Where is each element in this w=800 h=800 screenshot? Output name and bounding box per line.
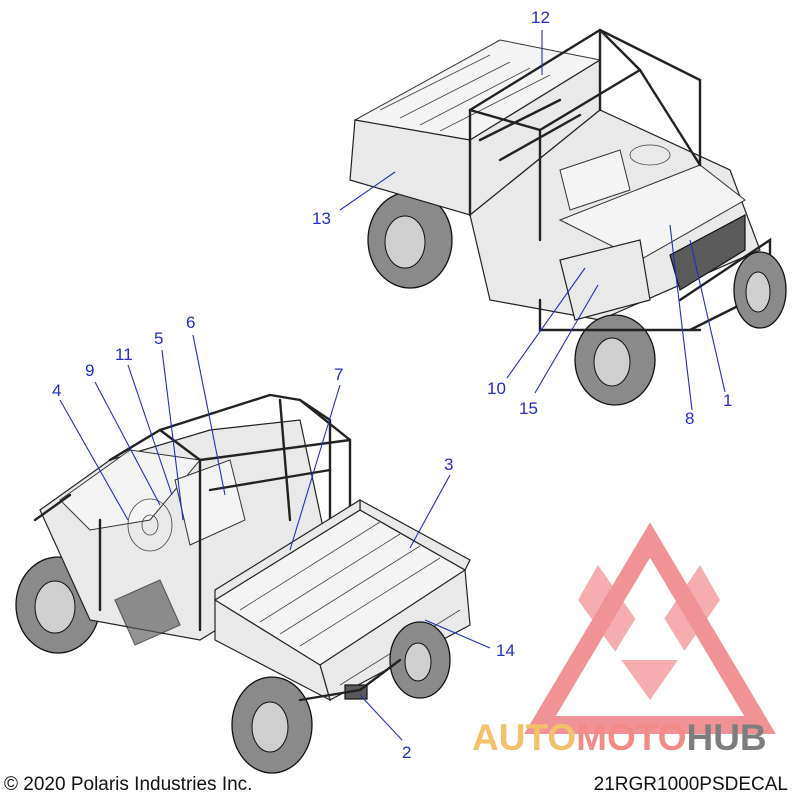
leader-lines <box>59 30 726 741</box>
callout-10: 10 <box>487 379 506 398</box>
lower-rear-right-wheel <box>389 621 451 699</box>
callout-12: 12 <box>531 8 550 27</box>
watermark-text: AUTOMOTOHUB <box>472 717 767 758</box>
upper-roll-cage <box>468 28 702 242</box>
callout-1: 1 <box>723 391 732 410</box>
callout-4: 4 <box>52 381 61 400</box>
lower-steering-wheel <box>127 498 173 552</box>
callout-3: 3 <box>444 455 453 474</box>
copyright-text: © 2020 Polaris Industries Inc. <box>4 774 253 795</box>
callout-7: 7 <box>334 365 343 384</box>
watermark-hub: HUB <box>686 717 766 758</box>
callout-13: 13 <box>312 209 331 228</box>
callout-numbers: 1 2 3 4 5 6 7 8 9 10 11 12 13 14 15 <box>52 8 732 762</box>
callout-8: 8 <box>685 409 694 428</box>
lower-cargo-box <box>214 498 471 702</box>
callout-14: 14 <box>496 641 515 660</box>
callout-5: 5 <box>154 329 163 348</box>
watermark-moto: MOTO <box>576 717 686 758</box>
watermark-logo <box>524 522 776 734</box>
watermark-auto: AUTO <box>472 717 576 758</box>
callout-2: 2 <box>402 743 411 762</box>
upper-front-left-wheel <box>574 314 656 406</box>
vehicle-front-view <box>349 28 787 406</box>
drawing-id: 21RGR1000PSDECAL <box>593 774 788 795</box>
lower-rear-left-wheel <box>231 676 313 774</box>
callout-11: 11 <box>115 345 133 364</box>
callout-9: 9 <box>85 361 94 380</box>
upper-front-right-wheel <box>733 251 787 329</box>
callout-6: 6 <box>186 313 195 332</box>
callout-15: 15 <box>519 399 538 418</box>
vehicle-rear-view <box>15 393 471 774</box>
